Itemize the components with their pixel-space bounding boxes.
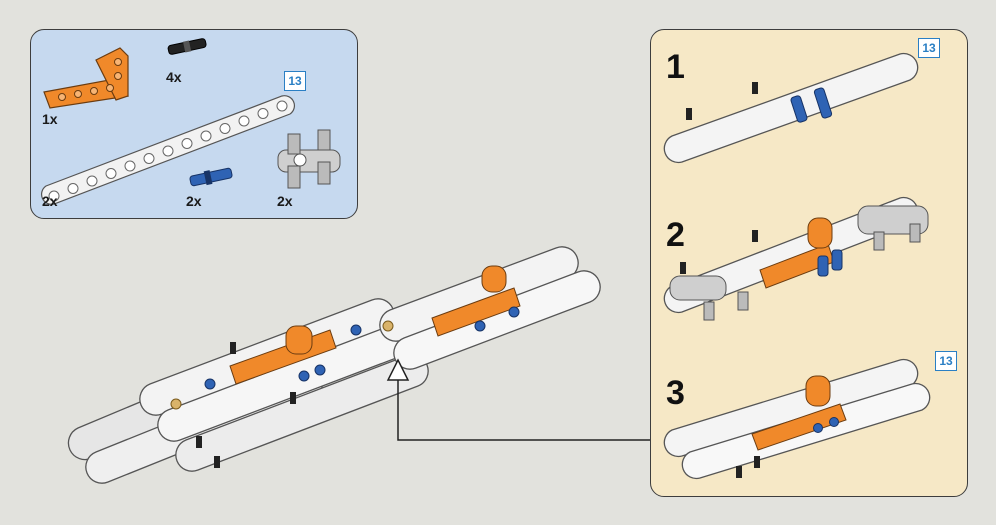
grey-cross-block-part xyxy=(277,129,341,189)
main-assembly xyxy=(67,246,601,484)
beam-hole xyxy=(200,130,212,142)
step-1-length-badge: 13 xyxy=(918,38,940,58)
orange-angled-beam-part xyxy=(43,47,130,109)
qty-white-beam: 2x xyxy=(42,193,58,209)
white-beam-holes xyxy=(48,100,288,202)
step-2-number: 2 xyxy=(666,216,685,254)
beam-hole xyxy=(124,160,136,172)
insert-arrow xyxy=(386,358,652,441)
black-pin-part xyxy=(167,38,207,55)
step-3-graphic xyxy=(663,358,931,480)
beam-length-badge: 13 xyxy=(284,71,306,91)
beam-hole xyxy=(162,145,174,157)
beam-hole xyxy=(67,183,79,194)
step-3-length-badge: 13 xyxy=(935,351,957,371)
beam-hole xyxy=(181,138,193,149)
beam-hole xyxy=(143,153,155,164)
qty-cross-block: 2x xyxy=(277,193,293,209)
beam-hole xyxy=(276,100,288,112)
step-1-number: 1 xyxy=(666,48,685,86)
step-1-graphic xyxy=(663,52,919,164)
beam-hole xyxy=(238,115,250,127)
qty-blue-pin: 2x xyxy=(186,193,202,209)
step-2-graphic xyxy=(663,196,929,321)
blue-pin-part xyxy=(189,167,233,187)
beam-hole xyxy=(219,123,231,134)
beam-hole xyxy=(48,190,60,202)
qty-orange-beam: 1x xyxy=(42,111,58,127)
beam-hole xyxy=(86,175,98,187)
beam-hole xyxy=(105,168,117,179)
step-3-number: 3 xyxy=(666,374,685,412)
qty-black-pin: 4x xyxy=(166,69,182,85)
beam-hole xyxy=(257,108,269,119)
